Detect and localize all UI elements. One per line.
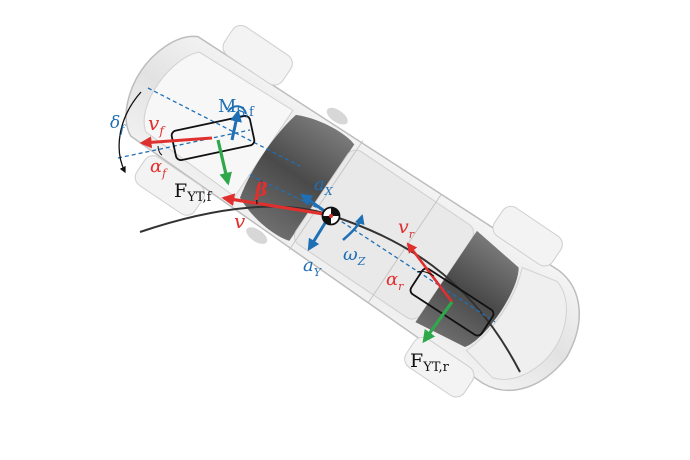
front-aligning-moment-arrow [230,109,242,141]
steer-angle-label: δf [110,113,126,136]
sideslip-angle-label: β [254,179,268,201]
steer-angle-arc [118,91,142,174]
lateral-acceleration-label: aY [303,255,323,279]
rear-velocity-arrow [406,242,454,303]
front-wheel-contact [170,115,256,161]
rear-wheel-axis-line [329,213,496,323]
center-of-gravity-icon [321,206,341,226]
vehicle-velocity-label: v [234,209,246,233]
sideslip-angle-arc [256,180,263,205]
front-right-wheel [134,155,206,216]
front-velocity-arrow [139,136,213,149]
rear-slip-angle-label: αr [386,269,404,293]
rear-slip-angle-arc [416,270,435,277]
front-slip-angle-label: αf [150,156,168,180]
front-slip-angle-arc [157,145,163,156]
rear-lateral-force-arrow [422,301,454,344]
rear-left-wheel [492,205,563,267]
body-x-axis-line [249,174,331,215]
vehicle-velocity-arrow [221,193,331,217]
rear-lateral-force-label: FYT,r [410,350,450,375]
front-wheel-axis-line [147,87,301,167]
windshield [239,114,355,241]
rear-right-wheel [404,336,475,398]
front-lateral-force-label: FYT,f [174,180,213,205]
longitudinal-acceleration-label: aX [314,174,334,198]
front-lateral-force-arrow [216,139,232,186]
rear-velocity-label: vr [398,216,415,241]
yaw-rate-label: ωZ [343,244,366,268]
yaw-rate-arc [342,214,365,241]
mirror-right [246,227,268,244]
car-body [125,24,580,398]
front-left-wheel [222,24,293,86]
front-heading-line [117,129,251,159]
mirror-left [326,107,348,125]
aligning-moment-label: MS,f [218,96,255,120]
front-velocity-label: vf [148,111,166,138]
